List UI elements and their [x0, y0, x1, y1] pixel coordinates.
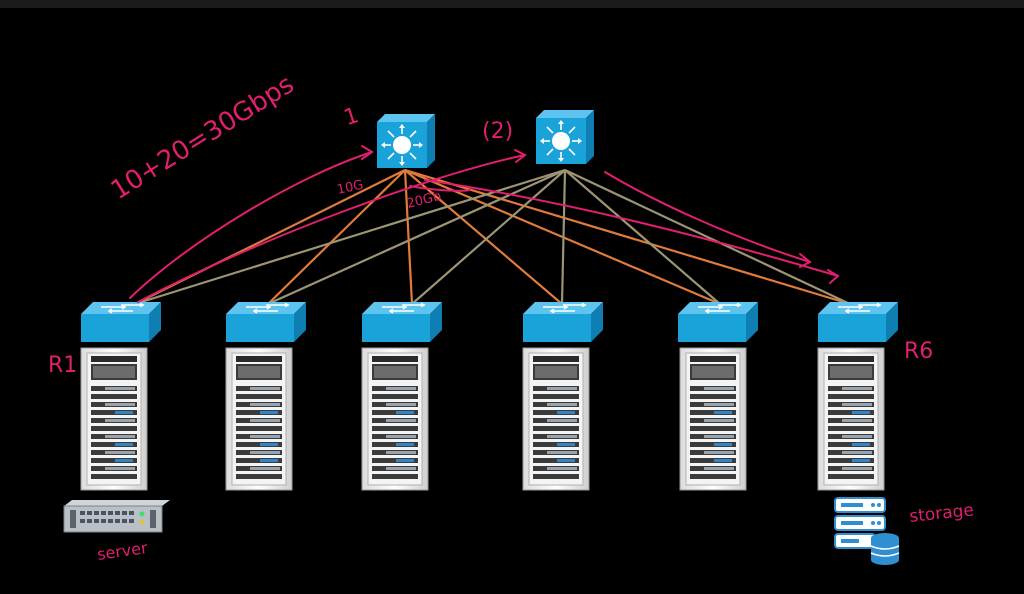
server-rack-r3-icon[interactable]	[361, 347, 429, 491]
window-top-bar	[0, 0, 1024, 8]
leaf-switch-r5-icon[interactable]	[677, 301, 759, 343]
storage-icon	[834, 497, 900, 565]
leaf-switch-r6-icon[interactable]	[817, 301, 899, 343]
bandwidth-formula-label: 10+20=30Gbps	[106, 69, 300, 205]
spine1-links	[134, 168, 851, 306]
traffic-flow-annotations	[129, 145, 840, 303]
spine-switch-2-icon[interactable]	[535, 109, 595, 165]
leaf-switch-r4-icon[interactable]	[522, 301, 604, 343]
leaf-switch-r3-icon[interactable]	[361, 301, 443, 343]
server-rack-r4-icon[interactable]	[522, 347, 590, 491]
storage-label: storage	[908, 500, 974, 527]
server-rack-r6-icon[interactable]	[817, 347, 885, 491]
server-rack-r5-icon[interactable]	[679, 347, 747, 491]
spine-switch-1-icon[interactable]	[376, 113, 436, 169]
link-10g-label: 10G	[336, 178, 365, 198]
leaf-switch-r1-icon[interactable]	[80, 301, 162, 343]
rack-r6-label: R6	[904, 339, 933, 364]
spine-1-label: 1	[341, 103, 362, 131]
server-label: server	[96, 538, 149, 564]
spine2-links	[134, 168, 851, 306]
server-rack-r2-icon[interactable]	[225, 347, 293, 491]
rack-r1-label: R1	[48, 353, 77, 378]
spine-2-label: (2)	[482, 119, 513, 144]
server-rack-r1-icon[interactable]	[80, 347, 148, 491]
link-20gb-label: 20Gb	[405, 189, 442, 212]
leaf-switch-r2-icon[interactable]	[225, 301, 307, 343]
rack-server-icon	[63, 500, 170, 533]
